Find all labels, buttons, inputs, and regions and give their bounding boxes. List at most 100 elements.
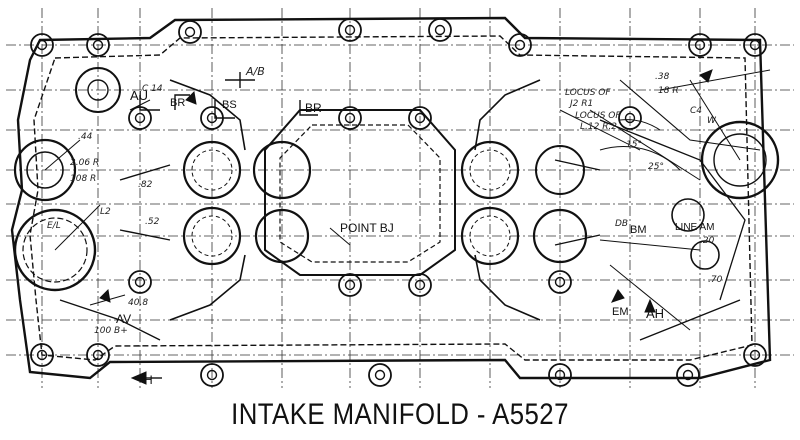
- dim-206: 2.06 R: [70, 158, 99, 168]
- bore-right: [700, 120, 780, 200]
- bolt-hole: [408, 106, 432, 130]
- bolt-hole: [30, 343, 54, 367]
- bolt-hole-inner: [344, 112, 356, 124]
- bore-left-lower: [13, 208, 97, 292]
- label-h: H: [144, 373, 153, 387]
- dim-100: 100 B+: [94, 326, 128, 336]
- label-ab: A/B: [245, 65, 265, 78]
- port-circle-3: [460, 140, 520, 200]
- bolt-hole: [688, 33, 712, 57]
- dim-38: .38: [655, 72, 670, 82]
- dim-44: .44: [78, 132, 93, 142]
- bolt-hole-inner: [624, 112, 636, 124]
- bolt-hole: [338, 106, 362, 130]
- label-locus-r1b: J2 R1: [568, 99, 593, 109]
- bolt-hole: [676, 363, 700, 387]
- bolt-hole: [338, 18, 362, 42]
- bolt-hole: [86, 33, 110, 57]
- bolt-hole: [743, 343, 767, 367]
- arrows: [99, 69, 713, 385]
- bolt-hole: [548, 270, 572, 294]
- section-markers: [139, 72, 318, 119]
- port-circle-4: [182, 206, 242, 266]
- label-bs: BS: [222, 99, 237, 111]
- bolt-hole-inner: [749, 39, 761, 51]
- bolt-hole: [618, 106, 642, 130]
- ports: [182, 140, 588, 266]
- port-circle-2: [252, 140, 312, 200]
- bolt-hole: [200, 363, 224, 387]
- port-circle-5: [254, 208, 310, 264]
- dim-c4: C4: [690, 106, 702, 116]
- port-circle-8: [535, 145, 585, 195]
- bolt-hole-inner: [554, 369, 566, 381]
- bolt-hole: [743, 33, 767, 57]
- bolt-hole-inner: [694, 39, 706, 51]
- bolt-hole-inner: [682, 369, 694, 381]
- dim-70: .70: [708, 275, 723, 285]
- label-ah: AH: [646, 306, 664, 321]
- bolt-hole: [128, 270, 152, 294]
- label-br-left: BR: [170, 97, 185, 109]
- port-circle-7: [532, 208, 588, 264]
- bolt-hole: [428, 18, 452, 42]
- bolt-hole: [408, 273, 432, 297]
- bore-left-upper: [13, 138, 77, 202]
- bolt-hole-inner: [92, 349, 104, 361]
- bolt-hole-inner: [184, 26, 196, 38]
- label-av: AV: [116, 312, 131, 326]
- label-br-mid: BR: [305, 101, 322, 115]
- bolt-hole-inner: [36, 349, 48, 361]
- bolt-hole-inner: [134, 276, 146, 288]
- bolt-hole-inner: [374, 369, 386, 381]
- label-em: EM: [612, 306, 629, 318]
- bolt-hole: [86, 343, 110, 367]
- bolt-hole-inner: [134, 112, 146, 124]
- boss-top-left: [75, 67, 121, 113]
- label-bm: BM: [630, 224, 647, 236]
- bolt-hole: [508, 33, 532, 57]
- label-au: AU: [130, 88, 148, 103]
- dim-108: 108 R: [70, 174, 96, 184]
- dim-408: 40.8: [128, 298, 148, 308]
- drawing-caption: INTAKE MANIFOLD - A5527: [231, 398, 569, 431]
- label-point-bj: POINT BJ: [340, 221, 394, 235]
- dim-db: DB: [615, 219, 628, 229]
- bolt-hole: [368, 363, 392, 387]
- bolt-hole: [338, 273, 362, 297]
- bolt-hole: [178, 20, 202, 44]
- label-locus-r1: LOCUS OF: [565, 88, 611, 98]
- bolt-hole-inner: [92, 39, 104, 51]
- dim-20: .20: [700, 236, 715, 246]
- dim-52: .52: [145, 217, 160, 227]
- bolt-hole-inner: [414, 279, 426, 291]
- label-line-am: LINE AM: [675, 222, 714, 233]
- bolt-hole: [30, 33, 54, 57]
- dim-15: 15°: [626, 140, 642, 150]
- dim-82: .82: [138, 180, 153, 190]
- dim-188: 18 R: [658, 86, 679, 96]
- label-locus-r2b: L.12 R.2: [580, 122, 617, 132]
- bolt-hole-inner: [206, 369, 218, 381]
- dim-c14: C 14: [142, 84, 163, 94]
- manifold-drawing: AU BR BS BR A/B AV POINT BJ BM LINE AM E…: [6, 8, 794, 388]
- bolt-hole-inner: [434, 24, 446, 36]
- bolt-hole-inner: [514, 39, 526, 51]
- port-circle-6: [460, 206, 520, 266]
- bolt-hole-inner: [344, 279, 356, 291]
- bolt-hole: [548, 363, 572, 387]
- dim-l2: L2: [100, 207, 111, 217]
- labels: AU BR BS BR A/B AV POINT BJ BM LINE AM E…: [47, 65, 723, 387]
- bolt-hole-inner: [749, 349, 761, 361]
- bolt-hole-inner: [36, 39, 48, 51]
- dim-25: 25°: [648, 162, 664, 172]
- label-locus-r2: LOCUS OF: [575, 111, 621, 121]
- dim-e: E/L: [47, 221, 61, 231]
- dim-w: W: [707, 116, 717, 126]
- bolt-hole-inner: [554, 276, 566, 288]
- bolt-hole-inner: [414, 112, 426, 124]
- large-bores: [13, 67, 780, 292]
- port-circle-1: [182, 140, 242, 200]
- bolt-hole-inner: [344, 24, 356, 36]
- bolt-holes: [30, 18, 767, 387]
